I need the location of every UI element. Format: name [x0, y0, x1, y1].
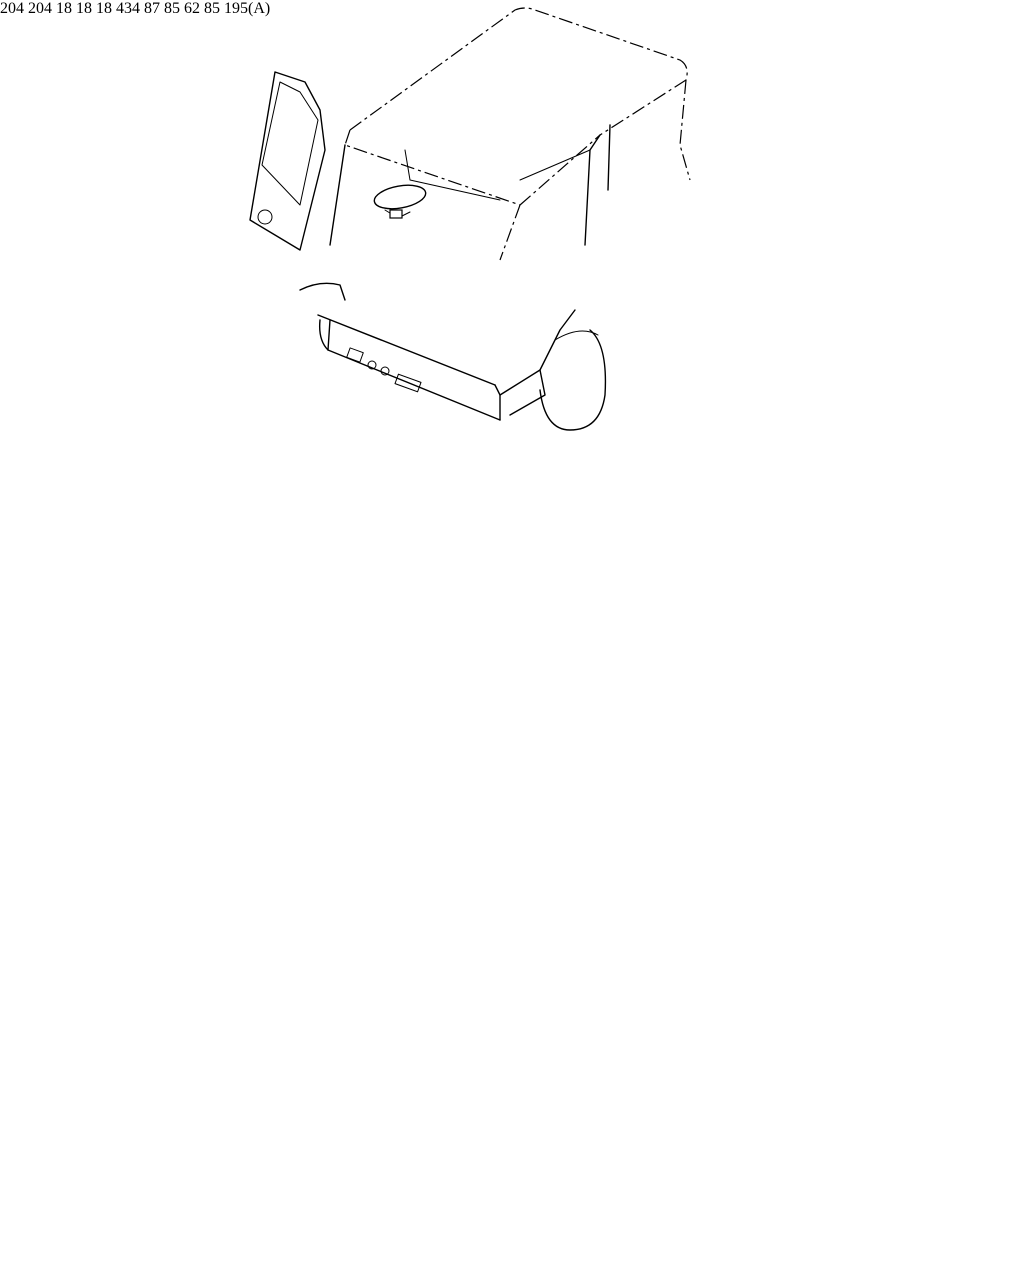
label-62: 62	[184, 0, 200, 17]
label-204-top: 204	[0, 0, 24, 17]
label-204-bottom: 204	[28, 0, 52, 17]
label-18-left: 18	[56, 0, 72, 17]
label-195a: 195(A)	[224, 0, 271, 17]
label-85: 85	[204, 0, 220, 17]
upper-left-door	[249, 71, 326, 251]
pointer-to-inset-434: 204 204 18 18 18 434 87 85 62 85 195(A) …	[0, 0, 270, 17]
callout-labels: 204 204 18 18 18 434 87 85 62 85 195(A)	[0, 0, 270, 17]
upper-roof-outline	[349, 7, 688, 136]
label-18-door: 18	[96, 0, 112, 17]
label-87: 87	[144, 0, 160, 17]
label-434: 434	[116, 0, 140, 17]
label-18-right: 18	[76, 0, 92, 17]
label-85-inset: 85	[164, 0, 180, 17]
upper-cab-illustration	[249, 7, 691, 431]
